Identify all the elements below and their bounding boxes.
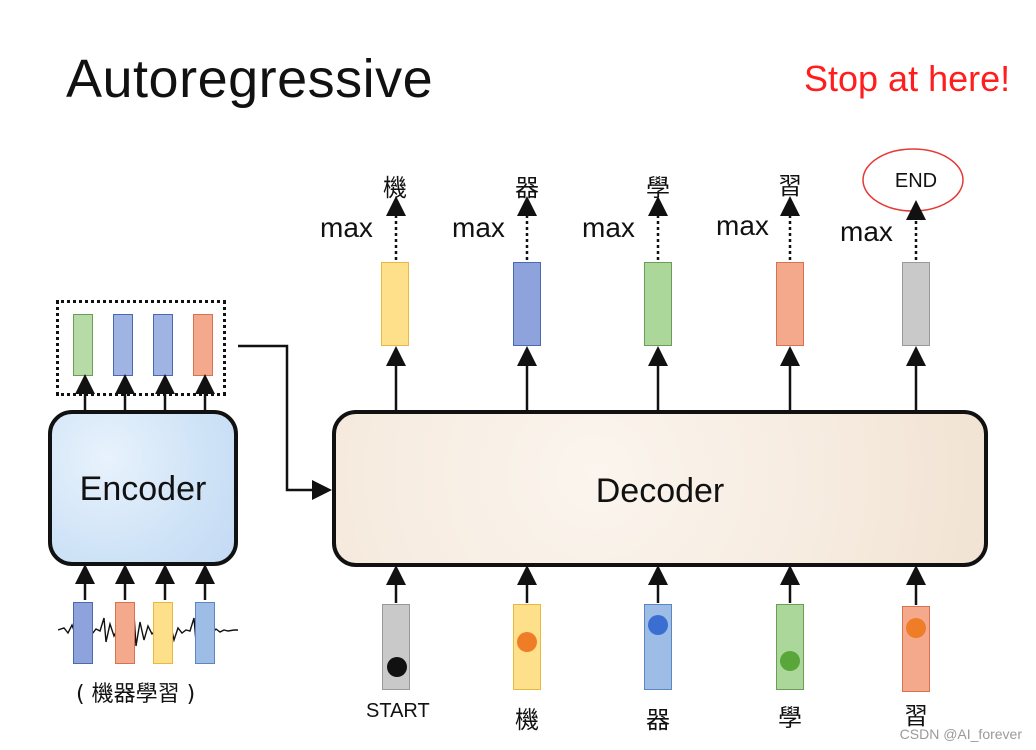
input-token: 器 bbox=[646, 706, 670, 734]
decoder-input-arrows bbox=[386, 565, 926, 605]
slide-title: Autoregressive bbox=[66, 49, 434, 109]
decoder-label: Decoder bbox=[595, 472, 725, 510]
decoder-output-vector bbox=[644, 262, 672, 346]
encoder-input-vector bbox=[195, 602, 215, 664]
max-label: max bbox=[716, 210, 769, 241]
encoder-input-vector bbox=[115, 602, 135, 664]
output-token: 習 bbox=[778, 172, 802, 200]
max-label: max bbox=[320, 212, 373, 243]
input-dot bbox=[780, 651, 800, 671]
input-token: 習 bbox=[904, 702, 928, 730]
decoder-input-vector bbox=[776, 604, 804, 690]
encoder-block: Encoder bbox=[48, 410, 238, 566]
input-dot bbox=[517, 632, 537, 652]
input-token-start: START bbox=[366, 700, 430, 722]
encoder-input-vector bbox=[153, 602, 173, 664]
watermark: CSDN @AI_forever bbox=[899, 726, 1022, 742]
input-dot bbox=[906, 618, 926, 638]
encoder-output-arrows bbox=[75, 374, 215, 410]
encoder-label: Encoder bbox=[79, 470, 207, 508]
output-token-end: END bbox=[894, 170, 938, 192]
decoder-output-vector bbox=[513, 262, 541, 346]
input-token: 機 bbox=[515, 706, 539, 734]
encoder-output-group bbox=[56, 300, 226, 396]
max-dotted-arrows bbox=[386, 196, 926, 260]
max-label: max bbox=[840, 216, 893, 247]
max-label: max bbox=[582, 212, 635, 243]
input-token: 學 bbox=[778, 704, 802, 732]
decoder-output-vector bbox=[776, 262, 804, 346]
input-dot bbox=[648, 615, 668, 635]
decoder-output-arrows bbox=[386, 346, 926, 410]
encoder-input-caption: ( 機器學習 ) bbox=[76, 682, 196, 707]
max-label: max bbox=[452, 212, 505, 243]
decoder-block: Decoder bbox=[332, 410, 988, 567]
decoder-output-vector bbox=[381, 262, 409, 346]
encoder-decoder-connector bbox=[238, 344, 332, 500]
input-dot bbox=[387, 657, 407, 677]
encoder-input-vector bbox=[73, 602, 93, 664]
encoder-input-arrows bbox=[75, 564, 215, 600]
decoder-output-vector bbox=[902, 262, 930, 346]
stop-annotation: Stop at here! bbox=[804, 58, 1011, 99]
end-highlight-circle bbox=[862, 148, 964, 212]
